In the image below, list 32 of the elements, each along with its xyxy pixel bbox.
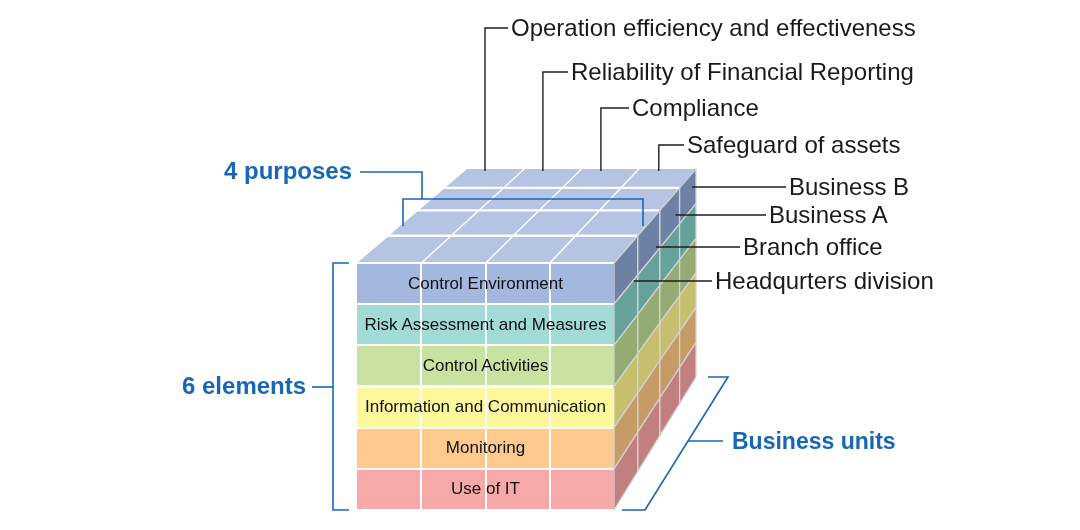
callout-label: Safeguard of assets [687, 131, 901, 159]
row-band: Use of IT [357, 469, 614, 509]
row-band: Monitoring [357, 428, 614, 468]
bracket-label: 4 purposes [224, 157, 353, 185]
side-face-slice [678, 168, 697, 405]
callout-label: Business B [789, 173, 910, 201]
row-band: Information and Communication [357, 387, 614, 427]
row-band: Control Activities [357, 346, 614, 386]
bracket-label: Business units [732, 427, 896, 455]
leader-line [655, 246, 741, 248]
leader-line [691, 186, 787, 188]
leader-line [658, 144, 685, 172]
leader-line [633, 280, 713, 282]
callout-label: Compliance [632, 94, 759, 122]
leader-line [542, 71, 569, 172]
top-face-cell [564, 169, 638, 187]
leader-line [484, 27, 509, 172]
bracket-label: 6 elements [182, 372, 307, 400]
leader-line [674, 214, 767, 216]
top-face-cell [505, 169, 581, 187]
callout-label: Operation efficiency and effectiveness [511, 14, 916, 42]
leader-line [600, 107, 630, 172]
top-face-cell [623, 169, 696, 187]
side-face-slice [637, 209, 661, 473]
callout-label: Headqurters division [715, 267, 934, 295]
callout-label: Branch office [743, 233, 883, 261]
row-band: Control Environment [357, 264, 614, 304]
top-face-cell [446, 169, 524, 187]
callout-label: Reliability of Financial Reporting [571, 58, 914, 86]
callout-label: Business A [769, 201, 888, 229]
row-band: Risk Assessment and Measures [357, 305, 614, 345]
side-face-slice [659, 187, 681, 437]
